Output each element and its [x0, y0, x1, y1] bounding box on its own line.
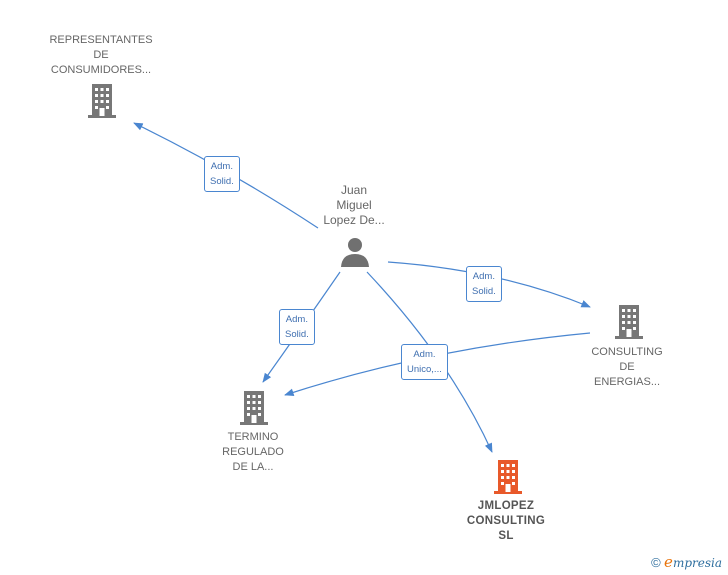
node-label-line: ENERGIAS... — [593, 376, 661, 388]
brand-initial: e — [664, 553, 673, 571]
edge-label-jmlopez[interactable]: Adm. Unico,... — [401, 344, 448, 380]
node-label-line: CONSUMIDORES... — [50, 64, 152, 76]
edge-label-consulting[interactable]: Adm. Solid. — [466, 266, 502, 302]
edge-label-line: Solid. — [210, 176, 234, 187]
node-label-consulting-energias[interactable]: CONSULTING DE ENERGIAS... — [591, 345, 662, 390]
edge-label-representantes[interactable]: Adm. Solid. — [204, 156, 240, 192]
node-label-line: DE — [619, 361, 635, 373]
node-label-line: DE — [93, 49, 109, 61]
node-label-line: REPRESENTANTES — [49, 34, 153, 46]
node-label-line: JMLOPEZ — [477, 500, 535, 512]
node-label-line: DE LA... — [232, 461, 274, 473]
person-icon[interactable] — [340, 237, 370, 267]
edge-label-line: Adm. — [413, 349, 436, 360]
edge-label-line: Solid. — [472, 286, 496, 297]
building-icon[interactable] — [238, 391, 270, 425]
node-label-line: SL — [498, 530, 514, 542]
node-label-line: CONSULTING — [591, 346, 663, 358]
node-label-person[interactable]: Juan Miguel Lopez De... — [323, 183, 384, 228]
node-label-line: REGULADO — [222, 446, 284, 458]
edge-label-line: Adm. — [210, 161, 233, 172]
edge-label-line: Adm. — [472, 271, 495, 282]
building-icon[interactable] — [86, 84, 118, 118]
brand-name: mpresia — [672, 556, 722, 570]
edge-label-line: Unico,... — [407, 364, 442, 375]
node-label-representantes[interactable]: REPRESENTANTES DE CONSUMIDORES... — [49, 33, 152, 78]
node-label-jmlopez[interactable]: JMLOPEZ CONSULTING SL — [467, 499, 545, 544]
node-label-line: TERMINO — [227, 431, 279, 443]
node-label-line: Juan — [340, 183, 368, 197]
node-label-termino[interactable]: TERMINO REGULADO DE LA... — [222, 430, 284, 475]
brand-logo: © empresia — [651, 553, 722, 571]
edge-label-line: Solid. — [285, 329, 309, 340]
node-label-line: CONSULTING — [466, 515, 546, 527]
node-label-line: Miguel — [336, 198, 372, 212]
building-icon[interactable] — [613, 305, 645, 339]
node-label-line: Lopez De... — [323, 213, 385, 227]
edge-label-line: Adm. — [285, 314, 308, 325]
copyright-icon: © — [651, 555, 661, 570]
main-building-icon[interactable] — [492, 460, 524, 494]
edge-label-termino[interactable]: Adm. Solid. — [279, 309, 315, 345]
